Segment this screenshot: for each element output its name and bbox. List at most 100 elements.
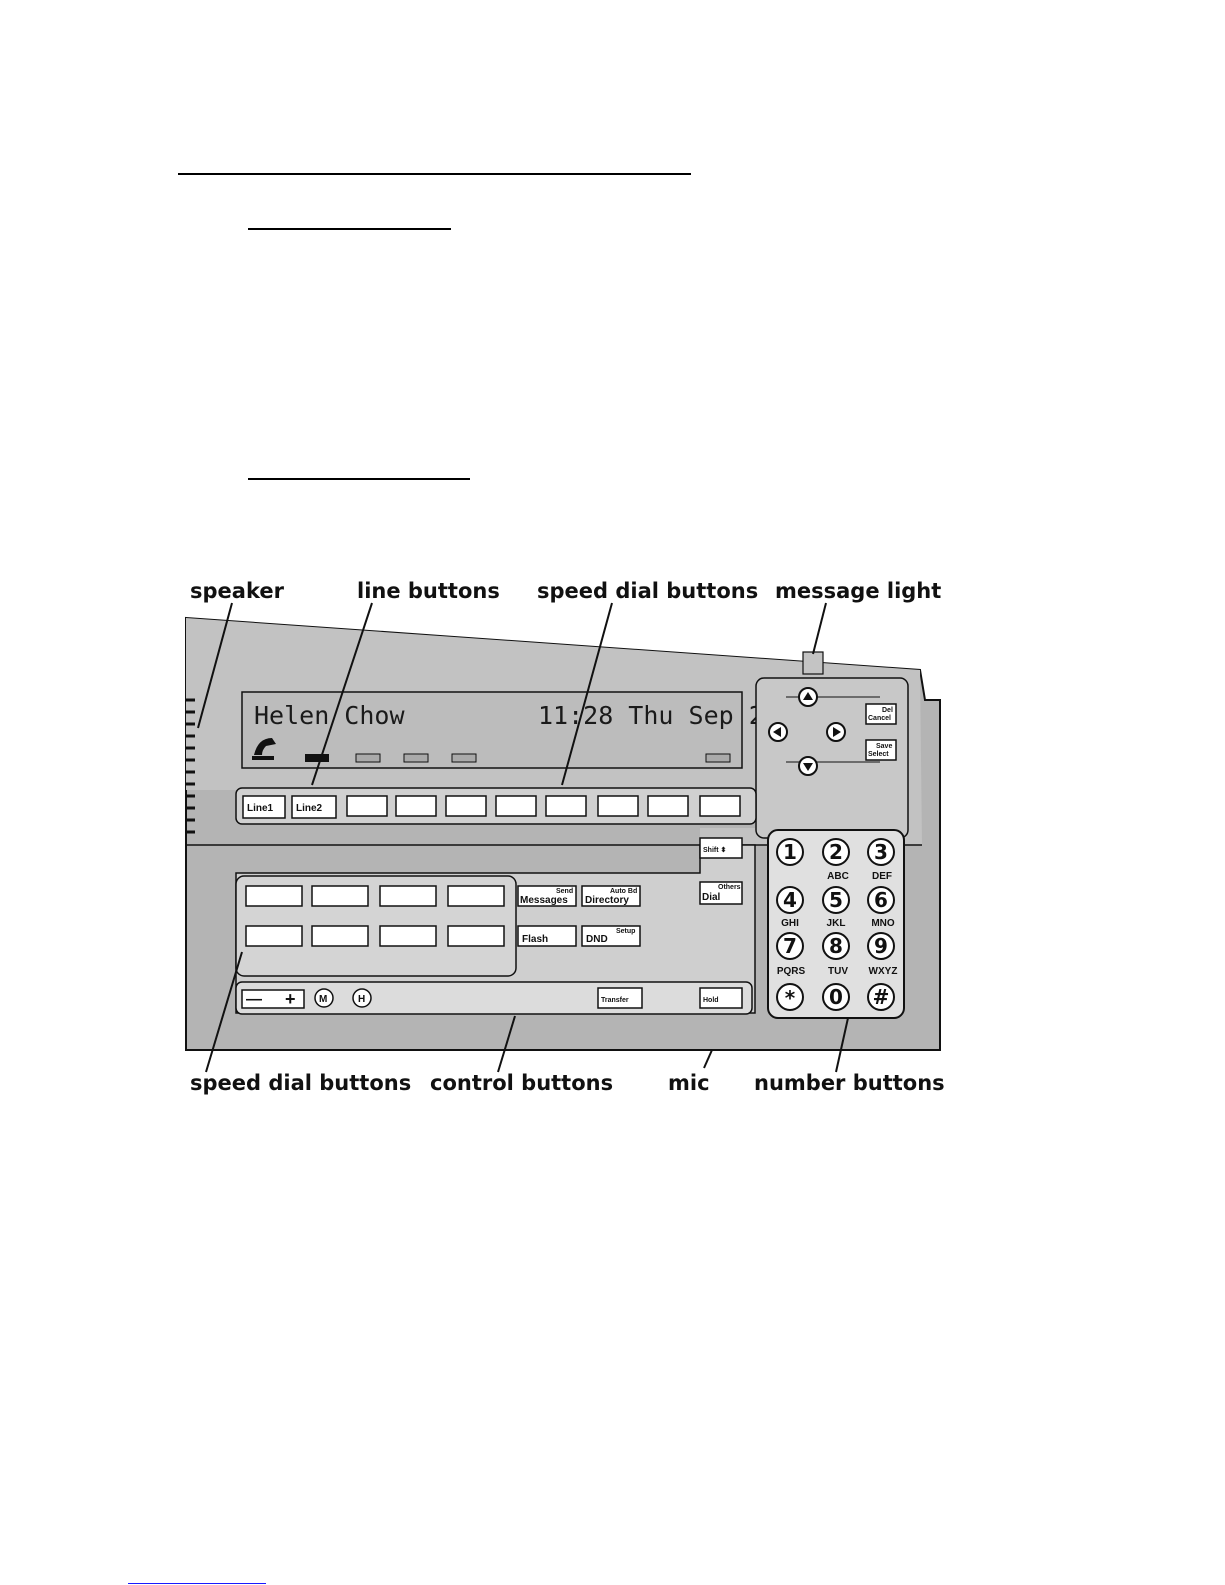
callout-number-buttons: number buttons [754, 1071, 945, 1095]
speed-dial-button[interactable] [699, 795, 741, 817]
key-star[interactable]: * [776, 983, 804, 1011]
cancel-label: Cancel [868, 715, 891, 722]
speed-dial-button[interactable] [445, 795, 487, 817]
key-0-label: 0 [829, 985, 843, 1009]
select-label: Select [868, 751, 889, 758]
volume-minus: — [246, 991, 262, 1008]
del-cancel-button[interactable]: Del Cancel [865, 703, 897, 725]
lcd-display: Helen Chow 11:28 Thu Sep 28 [241, 691, 779, 769]
speed-dial-button[interactable] [379, 885, 437, 907]
lcd-datetime: 11:28 Thu Sep 28 [538, 701, 779, 730]
callout-mic: mic [668, 1071, 710, 1095]
control-buttons: Send Messages Auto Bd Directory Others D… [517, 881, 743, 947]
shift-label: Shift ⬍ [703, 846, 726, 854]
nav-right-button[interactable] [826, 722, 846, 742]
key-3[interactable]: 3 DEF [867, 838, 895, 882]
nav-down-button[interactable] [798, 756, 818, 776]
messages-button[interactable]: Send Messages [517, 885, 577, 907]
lcd-softkey-indicator [355, 753, 381, 763]
handsfree-label: H [358, 994, 365, 1005]
volume-plus: + [285, 989, 296, 1009]
line2-label: Line2 [296, 803, 323, 814]
directory-button[interactable]: Auto Bd Directory [581, 885, 641, 907]
callout-speaker: speaker [190, 579, 285, 603]
key-8[interactable]: 8 TUV [822, 932, 850, 977]
lcd-name: Helen Chow [254, 701, 405, 730]
speed-dial-button[interactable] [311, 885, 369, 907]
others-dial-button[interactable]: Others Dial [699, 881, 743, 905]
callout-speed-dial-bottom: speed dial buttons [190, 1071, 411, 1095]
mute-label: M [319, 994, 327, 1005]
handsfree-button[interactable]: H [352, 988, 372, 1008]
hold-label: Hold [703, 997, 719, 1004]
volume-rocker[interactable]: — + [241, 989, 305, 1009]
lcd-softkey-indicator [705, 753, 731, 763]
speed-dial-button[interactable] [495, 795, 537, 817]
nav-up-button[interactable] [798, 687, 818, 707]
subheading-rule-1 [248, 228, 451, 230]
speed-dial-button[interactable] [447, 885, 505, 907]
subheading-rule-2 [248, 478, 470, 480]
dnd-alt-label: Setup [616, 928, 635, 935]
speed-dial-button[interactable] [245, 925, 303, 947]
hold-button[interactable]: Hold [699, 987, 743, 1009]
speaker-grille [186, 698, 195, 834]
key-9[interactable]: 9 WXYZ [867, 932, 897, 977]
messages-label: Messages [520, 895, 568, 906]
key-7[interactable]: 7 PQRS [776, 932, 806, 977]
save-select-button[interactable]: Save Select [865, 739, 897, 761]
key-1[interactable]: 1 [776, 838, 804, 866]
callout-message-light: message light [775, 579, 941, 603]
speed-dial-button[interactable] [379, 925, 437, 947]
transfer-button[interactable]: Transfer [597, 987, 643, 1009]
directory-alt-label: Auto Bd [610, 888, 637, 895]
key-2[interactable]: 2 ABC [822, 838, 850, 882]
speed-dial-button[interactable] [311, 925, 369, 947]
key-hash-label: # [873, 985, 890, 1009]
callout-speed-dial-top: speed dial buttons [537, 579, 758, 603]
shift-button[interactable]: Shift ⬍ [699, 837, 743, 859]
nav-left-button[interactable] [768, 722, 788, 742]
dnd-label: DND [586, 934, 608, 945]
key-4[interactable]: 4 GHI [776, 886, 804, 929]
key-5-label: 5 [829, 888, 843, 912]
speed-dial-button[interactable] [395, 795, 437, 817]
key-hash[interactable]: # [867, 983, 895, 1011]
speed-dial-button[interactable] [245, 885, 303, 907]
speed-dial-button[interactable] [346, 795, 388, 817]
key-7-label: 7 [783, 934, 797, 958]
lower-speed-dial-block [235, 875, 517, 977]
save-label: Save [876, 743, 892, 750]
transfer-label: Transfer [601, 997, 629, 1004]
key-0[interactable]: 0 [822, 983, 850, 1011]
bottom-control-strip: — + M H Transfer Hold [235, 981, 753, 1015]
callout-line-buttons: line buttons [357, 579, 500, 603]
mute-button[interactable]: M [314, 988, 334, 1008]
directory-label: Directory [585, 895, 629, 906]
callout-control-buttons: control buttons [430, 1071, 613, 1095]
key-3-letters: DEF [872, 871, 892, 882]
key-1-label: 1 [783, 840, 797, 864]
speed-dial-button[interactable] [647, 795, 689, 817]
key-6-letters: MNO [871, 918, 895, 929]
line1-label: Line1 [247, 803, 274, 814]
dnd-button[interactable]: Setup DND [581, 925, 641, 947]
key-6[interactable]: 6 MNO [867, 886, 895, 929]
line2-button[interactable]: Line2 [291, 795, 337, 819]
section-heading-rule [178, 173, 691, 175]
lcd-softkey-indicator [451, 753, 477, 763]
key-8-letters: TUV [828, 966, 848, 977]
speed-dial-button[interactable] [545, 795, 587, 817]
others-alt-label: Others [718, 884, 741, 891]
flash-button[interactable]: Flash [517, 925, 577, 947]
speed-dial-button[interactable] [447, 925, 505, 947]
key-4-label: 4 [783, 888, 797, 912]
key-5-letters: JKL [827, 918, 846, 929]
speed-dial-button[interactable] [597, 795, 639, 817]
key-9-label: 9 [874, 934, 888, 958]
callout-leader-lines [197, 602, 849, 1073]
flash-label: Flash [522, 934, 548, 945]
key-5[interactable]: 5 JKL [822, 886, 850, 929]
line1-button[interactable]: Line1 [242, 795, 286, 819]
lcd-softkey-indicator [403, 753, 429, 763]
